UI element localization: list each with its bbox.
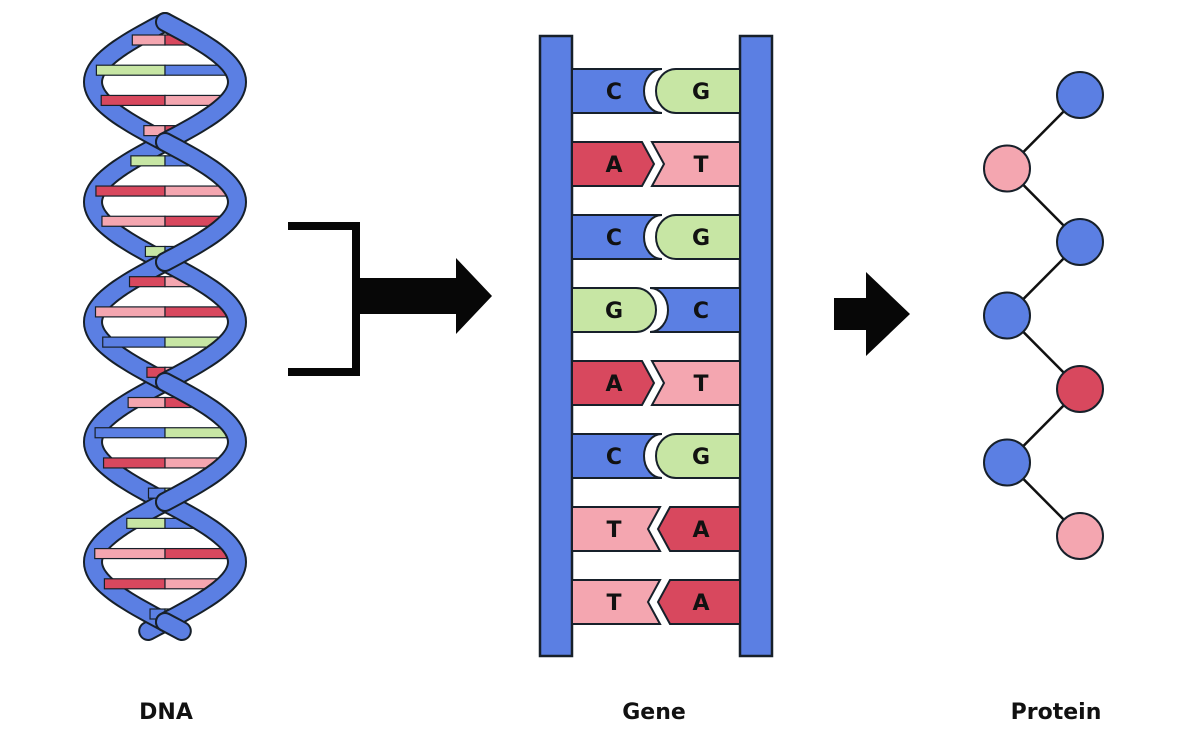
amino-acid-bead <box>983 144 1031 193</box>
dna-base <box>102 457 166 469</box>
helix-front-strand <box>155 12 248 641</box>
helix-strand <box>157 14 246 150</box>
gene-backbone-left <box>538 34 574 658</box>
gene-base-left <box>571 287 657 333</box>
helix-strand <box>84 14 173 150</box>
gene-base-left <box>571 360 656 406</box>
gene-base-letter: T <box>693 372 708 397</box>
gene-base-left <box>571 433 663 479</box>
gene-base-left <box>571 68 663 114</box>
gene-base-letter: G <box>605 299 623 324</box>
amino-acid-bead <box>1056 218 1104 266</box>
helix-strand <box>157 374 246 510</box>
dna-base <box>128 276 166 288</box>
gene-base-letter: G <box>692 80 710 105</box>
gene-base-letter: A <box>605 372 622 397</box>
gene-base-letter: T <box>606 518 621 543</box>
gene-backbone-right <box>738 34 774 658</box>
gene-base-right <box>650 360 741 406</box>
gene-base-letter: A <box>605 153 622 178</box>
gene-base-letter: T <box>693 153 708 178</box>
dna-base <box>94 547 166 560</box>
arrow-gene-to-protein <box>834 272 910 356</box>
dna-base <box>94 306 166 318</box>
gene-base-letter: C <box>606 80 622 105</box>
helix-strand <box>157 254 246 390</box>
dna-base <box>126 517 166 529</box>
gene-base-right <box>656 506 741 552</box>
helix-strand <box>157 134 246 270</box>
gene-base-right <box>655 433 741 479</box>
gene-base-left <box>571 579 662 625</box>
amino-acid-bead <box>983 291 1031 340</box>
gene-base-right <box>655 214 741 260</box>
dna-base <box>131 34 166 46</box>
gene-base-letter: A <box>692 591 709 616</box>
gene-base-left <box>571 141 656 187</box>
dna-base <box>102 336 166 348</box>
dna-base <box>101 215 166 227</box>
dna-label: DNA <box>139 700 193 725</box>
gene-base-left <box>571 506 662 552</box>
gene-base-right <box>655 68 741 114</box>
gene-base-letter: A <box>692 518 709 543</box>
dna-base <box>130 155 166 167</box>
gene-base-letter: T <box>606 591 621 616</box>
gene-base-letter: C <box>606 226 622 251</box>
protein-label: Protein <box>1010 700 1102 725</box>
amino-acid-bead <box>1056 71 1104 119</box>
dna-base <box>103 578 166 590</box>
dna-base <box>95 185 166 197</box>
dna-base <box>127 396 166 409</box>
dna-base <box>100 94 166 107</box>
helix-strand <box>157 614 190 639</box>
gene-base-letter: C <box>606 445 622 470</box>
helix-back-strand <box>82 12 175 641</box>
gene-label: Gene <box>622 700 686 725</box>
amino-acid-bead <box>1056 365 1104 413</box>
dna-base <box>95 64 166 76</box>
amino-acid-bead <box>983 438 1031 487</box>
amino-acid-bead <box>1056 512 1104 560</box>
segment-bracket <box>288 222 360 376</box>
dna-base <box>94 427 166 439</box>
arrow-dna-to-gene <box>360 258 492 334</box>
gene-base-right <box>656 579 741 625</box>
gene-base-right <box>649 287 741 333</box>
helix-strand <box>84 134 173 270</box>
gene-base-right <box>650 141 741 187</box>
dna-to-gene-connector <box>288 222 492 376</box>
gene-base-letter: G <box>692 445 710 470</box>
gene-base-left <box>571 214 663 260</box>
protein-chain <box>983 71 1104 560</box>
dna-helix <box>82 12 248 641</box>
gene-base-letter: G <box>692 226 710 251</box>
gene-base-letter: C <box>693 299 709 324</box>
helix-strand <box>157 494 246 630</box>
